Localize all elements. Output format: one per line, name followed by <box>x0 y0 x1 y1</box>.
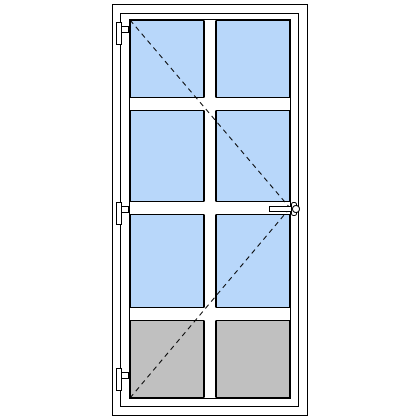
glazing-bar-horizontal <box>130 98 290 110</box>
glass-pane <box>216 110 290 202</box>
solid-panel <box>216 320 290 398</box>
transom-bar <box>130 308 290 320</box>
hinge-icon <box>116 22 129 45</box>
glass-pane <box>216 20 290 98</box>
handle-knob <box>292 205 300 213</box>
glass-pane <box>130 214 204 308</box>
field-group <box>130 20 290 398</box>
solid-panel <box>130 320 204 398</box>
handle-lever <box>269 206 292 212</box>
glass-pane <box>130 110 204 202</box>
glazing-bar-horizontal <box>130 202 290 214</box>
hinges <box>116 22 129 391</box>
hinge-icon <box>116 202 129 225</box>
glass-pane <box>130 20 204 98</box>
door-handle-icon <box>269 202 300 216</box>
glazing-bar-outline <box>204 20 216 398</box>
glass-pane <box>216 214 290 308</box>
hinge-icon <box>116 368 129 391</box>
